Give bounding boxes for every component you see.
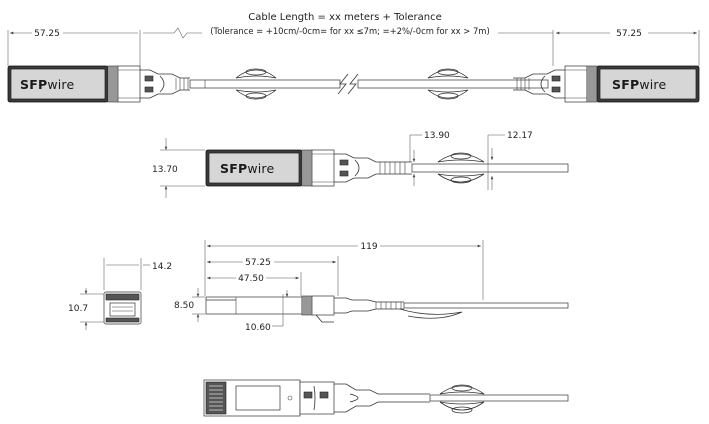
full-cable-view: 57.25 57.25 SFPwire: [7, 27, 700, 103]
length-view: 119 57.25 47.50 8.50: [174, 240, 569, 333]
right-length-dim: 57.25: [616, 29, 642, 39]
side-view: 13.70 SFPwire 13.90: [152, 131, 569, 198]
boot-width-dim: 13.90: [424, 131, 450, 141]
tolerance-note: (Tolerance = +10cm/-0cm= for xx ≤7m; =+2…: [210, 26, 489, 36]
end-width-dim: 14.2: [152, 262, 172, 272]
brand-logo-side: SFPwire: [220, 161, 274, 176]
cable-pitch-dim: 12.17: [507, 131, 533, 141]
cable-length-title: Cable Length = xx meters + Tolerance: [248, 12, 442, 23]
end-height-dim: 10.7: [68, 304, 88, 314]
overall-length-dim: 119: [360, 242, 377, 252]
brand-logo-right: SFPwire: [612, 77, 666, 92]
side-height-dim: 13.70: [152, 165, 178, 175]
latch-dim: 10.60: [245, 323, 271, 333]
bottom-view: [203, 379, 569, 417]
left-length-dim: 57.25: [34, 29, 60, 39]
length-height-dim: 8.50: [174, 301, 194, 311]
body-length-dim: 57.25: [245, 258, 271, 268]
module-length-dim: 47.50: [238, 274, 264, 284]
brand-logo: SFPwire: [20, 77, 74, 92]
end-view: 14.2 10.7: [68, 258, 172, 330]
